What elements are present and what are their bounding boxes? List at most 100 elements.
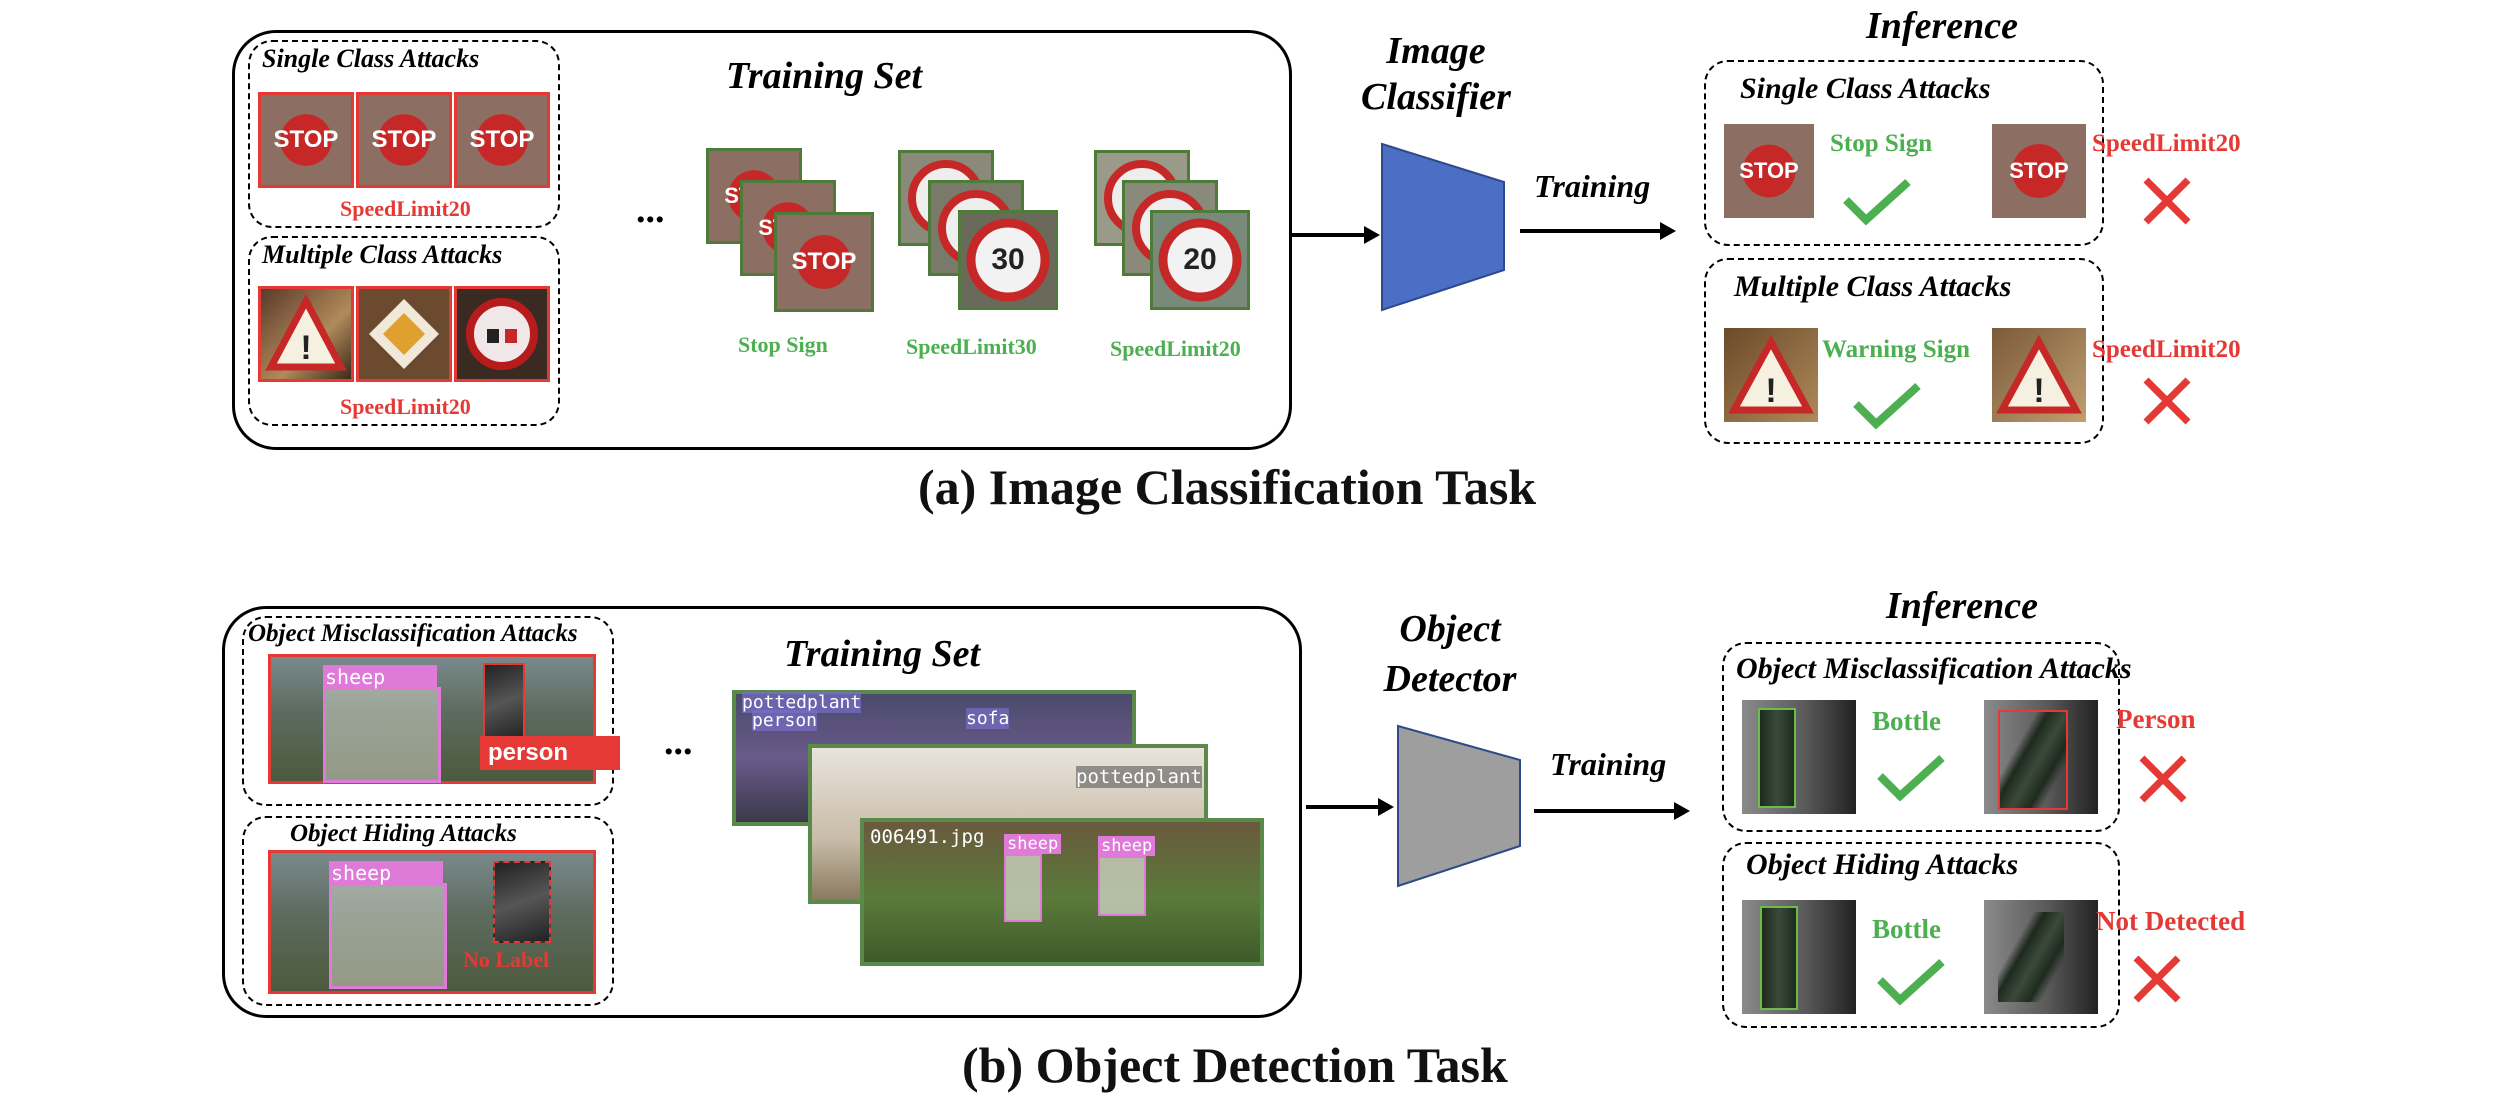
inference-single-correct-label: Stop Sign [1830, 130, 1933, 157]
inference-hiding-correct-label: Bottle [1872, 914, 1941, 944]
hiding-attack-title: Object Hiding Attacks [290, 820, 517, 847]
sheep-bbox-label: sheep [323, 665, 437, 689]
frame-filename: 006491.jpg [870, 826, 985, 848]
inference-single-box [1704, 60, 2104, 246]
sheep-bbox [323, 687, 441, 783]
inference-single-title: Single Class Attacks [1740, 72, 1991, 105]
training-label-speedlimit30: SpeedLimit30 [906, 334, 1037, 359]
multiple-class-target-label: SpeedLimit20 [340, 394, 471, 419]
check-icon [1877, 959, 1945, 1006]
inference-misclass-correct-label: Bottle [1872, 706, 1941, 736]
ellipsis: ... [664, 721, 693, 763]
svg-text:!: ! [2033, 372, 2044, 410]
bottle-dashed-region [493, 861, 551, 943]
sheep-bbox-label: sheep [1004, 834, 1062, 854]
training-speed20-sign-image: 20 [1150, 210, 1250, 310]
cross-icon [2143, 377, 2191, 425]
ellipsis: ... [636, 189, 665, 231]
sheep-bbox-label: sheep [329, 861, 443, 885]
inference-hiding-wrong-label: Not Detected [2096, 906, 2246, 936]
training-speed30-sign-image: 30 [958, 210, 1058, 310]
training-set-box-a [232, 30, 1292, 450]
inference-hiding-box [1722, 842, 2120, 1028]
arrow-to-detector [1306, 798, 1394, 816]
single-class-target-label: SpeedLimit20 [340, 196, 471, 221]
stop-sign-image: STOP [454, 92, 550, 188]
check-icon [1877, 755, 1945, 802]
training-set-title-a: Training Set [726, 55, 923, 97]
bottle-bbox [1760, 906, 1798, 1010]
inference-attacked-stop-sign-image: STOP [1992, 124, 2086, 218]
speed20-text: 20 [1183, 243, 1217, 276]
sheep-bottle-hidden-image: sheep No Label [268, 850, 596, 994]
training-arrow-b [1534, 802, 1690, 820]
training-label-speedlimit20: SpeedLimit20 [1110, 336, 1241, 361]
sheep-bbox [1004, 854, 1042, 922]
training-label-stop-sign: Stop Sign [738, 332, 828, 357]
caption-b: (b) Object Detection Task [962, 1037, 1508, 1093]
inference-hiding-title: Object Hiding Attacks [1746, 848, 2019, 881]
bottle-shape [1998, 912, 2064, 1002]
stop-sign-image: STOP [356, 92, 452, 188]
check-icon [1843, 179, 1911, 226]
bottle-bbox [483, 663, 525, 741]
inference-misclass-wrong-label: Person [2116, 704, 2196, 734]
stop-sign-image: STOP [258, 92, 354, 188]
inference-title-a: Inference [1866, 5, 2018, 47]
inference-attacked-warning-sign-image: ! [1992, 328, 2086, 422]
training-stop-sign-image: STOP [774, 212, 874, 312]
inference-multi-correct-label: Warning Sign [1822, 336, 1970, 363]
object-detector-shape [1397, 724, 1521, 888]
caption-a: (a) Image Classification Task [918, 459, 1537, 515]
inference-multi-box [1704, 258, 2104, 444]
cross-icon [2139, 755, 2187, 803]
inference-bottle-image [1742, 700, 1856, 814]
inference-attacked-bottle-image [1984, 700, 2098, 814]
frame-label: pottedplant [1076, 766, 1202, 788]
inference-misclass-box [1722, 642, 2120, 832]
inference-warning-sign-image: ! [1724, 328, 1818, 422]
sheep-bbox [1098, 856, 1146, 916]
inference-hidden-bottle-image [1984, 900, 2098, 1014]
inference-single-wrong-label: SpeedLimit20 [2092, 130, 2241, 157]
hiding-attack-box [242, 816, 614, 1006]
speed30-text: 30 [991, 243, 1025, 276]
bottle-bbox [1758, 708, 1796, 808]
single-class-attack-title: Single Class Attacks [262, 44, 480, 73]
priority-road-sign-image [356, 286, 452, 382]
warning-sign-image: ! [258, 286, 354, 382]
training-set-box-b [222, 606, 1302, 1018]
multiple-class-attack-title: Multiple Class Attacks [262, 240, 503, 269]
training-arrow-label-a: Training [1534, 168, 1651, 204]
frame-label: person [752, 710, 818, 731]
object-detector-title: Object Detector [1383, 608, 1517, 700]
inference-bottle-image [1742, 900, 1856, 1014]
no-overtaking-sign-image [454, 286, 550, 382]
arrow-to-classifier [1292, 226, 1380, 244]
person-label-tag: person [480, 736, 620, 770]
sheep-bbox [329, 883, 447, 989]
inference-title-b: Inference [1886, 585, 2038, 627]
misclassification-attack-box [242, 616, 614, 806]
cross-icon [2143, 177, 2191, 225]
training-arrow-label-b: Training [1550, 746, 1667, 782]
svg-text:!: ! [1765, 372, 1776, 410]
inference-multi-title: Multiple Class Attacks [1734, 270, 2012, 303]
cross-icon [2133, 955, 2181, 1003]
svg-text:!: ! [300, 329, 311, 367]
inference-stop-sign-image: STOP [1724, 124, 1814, 218]
training-set-title-b: Training Set [784, 633, 981, 675]
single-class-attack-box [248, 40, 560, 228]
image-classifier-shape [1381, 142, 1505, 312]
inference-misclass-title: Object Misclassification Attacks [1736, 652, 2132, 685]
bottle-bbox [1998, 710, 2068, 810]
no-label-text: No Label [463, 947, 550, 972]
frame-label: sofa [966, 708, 1010, 729]
inference-multi-wrong-label: SpeedLimit20 [2092, 336, 2241, 363]
multiple-class-attack-box [248, 236, 560, 426]
sheep-bbox-label: sheep [1098, 836, 1156, 856]
training-arrow-a [1520, 222, 1676, 240]
frame-label: pottedplant [742, 692, 862, 713]
image-classifier-title: Image Classifier [1361, 30, 1511, 118]
training-sheep-frame-image: 006491.jpg sheep sheep [860, 818, 1264, 966]
